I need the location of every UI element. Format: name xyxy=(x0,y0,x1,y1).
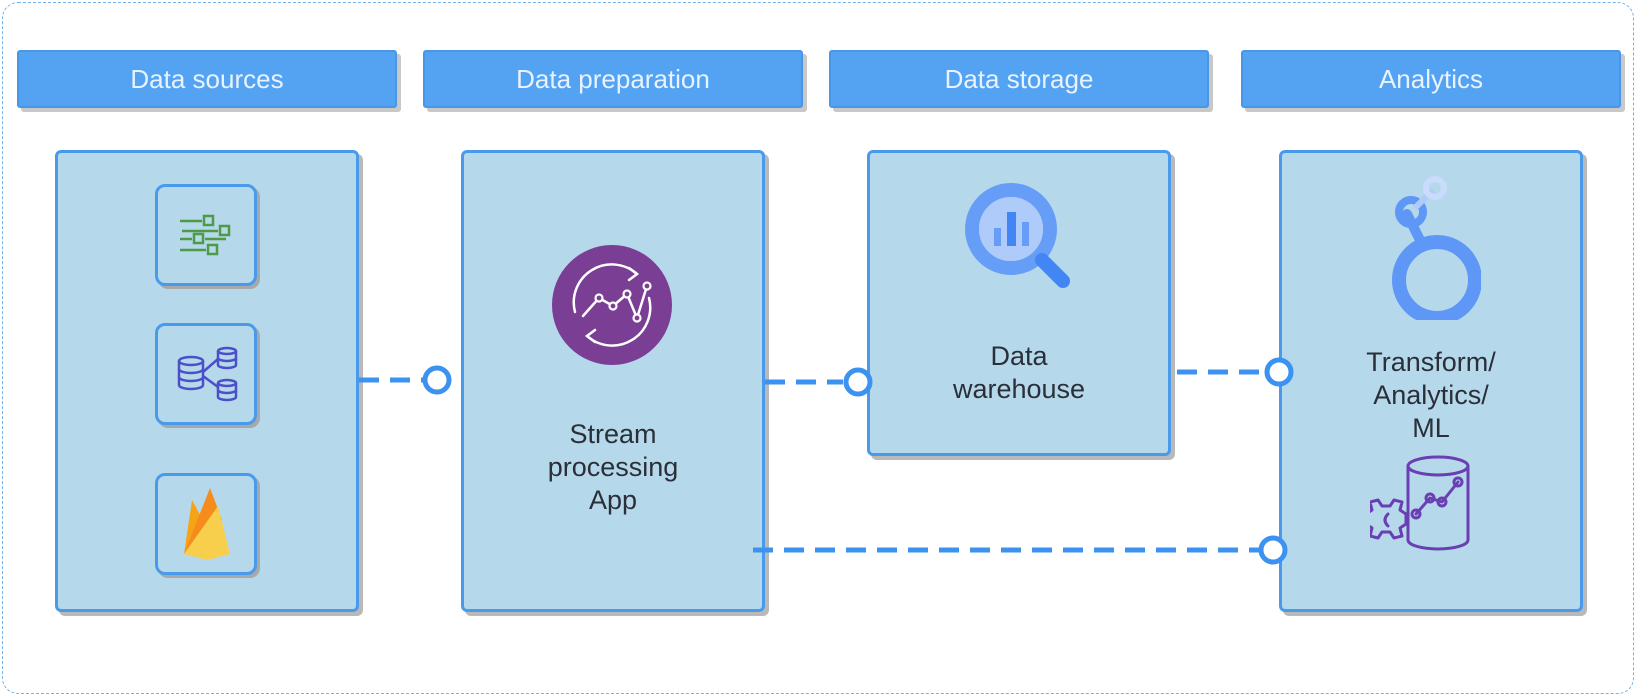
firebase-icon xyxy=(184,488,230,560)
bigquery-icon xyxy=(965,183,1070,288)
header-data-sources: Data sources xyxy=(17,50,397,108)
analytics-label: Transform/ Analytics/ ML xyxy=(1366,347,1496,443)
stream-processing-panel[interactable] xyxy=(461,150,765,612)
firebase-tile[interactable] xyxy=(155,473,257,575)
database-replication-tile[interactable] xyxy=(155,323,257,425)
header-data-preparation: Data preparation xyxy=(423,50,803,108)
pubsub-tile[interactable] xyxy=(155,184,257,286)
header-data-storage: Data storage xyxy=(829,50,1209,108)
data-warehouse-label: Data warehouse xyxy=(952,341,1086,404)
looker-icon xyxy=(1392,176,1481,320)
database-replication-icon xyxy=(177,346,238,402)
dataflow-icon xyxy=(552,245,672,365)
ml-database-icon xyxy=(1370,455,1470,551)
connector-endpoint-warehouse xyxy=(843,367,873,397)
stream-processing-label: Stream processing App xyxy=(547,419,679,515)
connector-endpoint-analytics-top xyxy=(1264,357,1294,387)
header-analytics: Analytics xyxy=(1241,50,1621,108)
pubsub-icon xyxy=(180,214,231,256)
connector-endpoint-analytics-bottom xyxy=(1258,535,1288,565)
connector-endpoint-stream xyxy=(422,365,452,395)
